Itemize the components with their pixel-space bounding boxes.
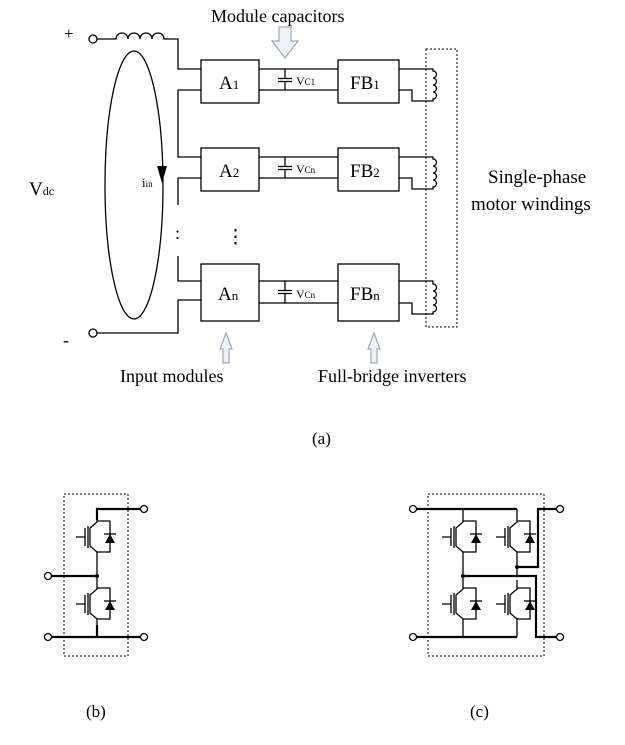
svg-text:A1: A1	[219, 73, 239, 94]
svg-text:FBn: FBn	[350, 284, 380, 305]
windings-label-line1: Single-phase	[488, 167, 586, 188]
left-ellipsis: :	[175, 223, 180, 243]
vdc-label: Vdc	[29, 179, 54, 200]
diagram-b: (b)	[43, 493, 149, 721]
half-bridge-enclosure	[63, 493, 129, 657]
capacitor-voltage-label: VCn	[296, 162, 316, 176]
caption-a: (a)	[312, 429, 331, 448]
motor-winding-1	[399, 68, 438, 102]
input-modules-arrow	[219, 331, 233, 364]
caption-c: (c)	[470, 702, 489, 721]
module-row-n: An VCn FBn	[200, 263, 438, 322]
svg-text:An: An	[218, 284, 239, 305]
left-rail-bottom	[177, 256, 201, 282]
windings-label-line2: motor windings	[471, 194, 591, 215]
igbt-right-lower	[496, 580, 536, 637]
svg-text:FB1: FB1	[350, 73, 380, 94]
motor-windings-enclosure	[425, 48, 458, 328]
capacitor-voltage-label: VCn	[296, 287, 316, 301]
module-capacitors-arrow	[270, 26, 300, 59]
svg-text:FB2: FB2	[350, 161, 380, 182]
iin-label: iin	[142, 175, 153, 190]
module-capacitors-label: Module capacitors	[211, 6, 344, 26]
negative-terminal	[88, 328, 98, 338]
igbt-right-upper	[496, 509, 536, 576]
input-module-an	[200, 263, 260, 322]
motor-winding-2	[399, 156, 438, 190]
svg-text:A2: A2	[219, 161, 239, 182]
igbt-left-upper	[442, 509, 482, 576]
caption-b: (b)	[86, 702, 106, 721]
full-bridge-inverters-arrow	[367, 331, 381, 364]
igbt-upper	[76, 509, 116, 576]
diagram-a: + - : Vdc iin Module capacitors A1 VC1 F…	[29, 6, 591, 448]
input-module-a1	[200, 59, 260, 104]
left-rail-top	[177, 90, 201, 158]
igbt-left-lower	[442, 576, 482, 637]
motor-winding-n	[399, 280, 438, 315]
module-row-1: A1 VC1 FB1	[200, 59, 438, 104]
positive-terminal	[88, 34, 98, 44]
plus-sign: +	[64, 24, 74, 43]
full-bridge-fb1	[337, 59, 400, 104]
full-bridge-fb2	[337, 147, 400, 192]
input-inductor	[97, 32, 201, 70]
diagram-c: (c)	[408, 493, 565, 721]
full-bridge-fbn	[337, 263, 400, 322]
igbt-lower	[76, 576, 116, 637]
current-loop	[104, 50, 164, 320]
left-rail-return	[97, 299, 201, 334]
full-bridge-inverters-label: Full-bridge inverters	[318, 366, 466, 386]
input-module-a2	[200, 147, 260, 192]
full-bridge-enclosure	[427, 493, 545, 657]
minus-sign: -	[63, 330, 69, 350]
middle-ellipsis: ⋮	[226, 227, 245, 248]
module-row-2: A2 VCn FB2	[200, 147, 438, 192]
current-loop-arrowhead	[157, 166, 167, 183]
input-modules-label: Input modules	[120, 366, 224, 386]
capacitor-voltage-label: VC1	[296, 74, 315, 88]
